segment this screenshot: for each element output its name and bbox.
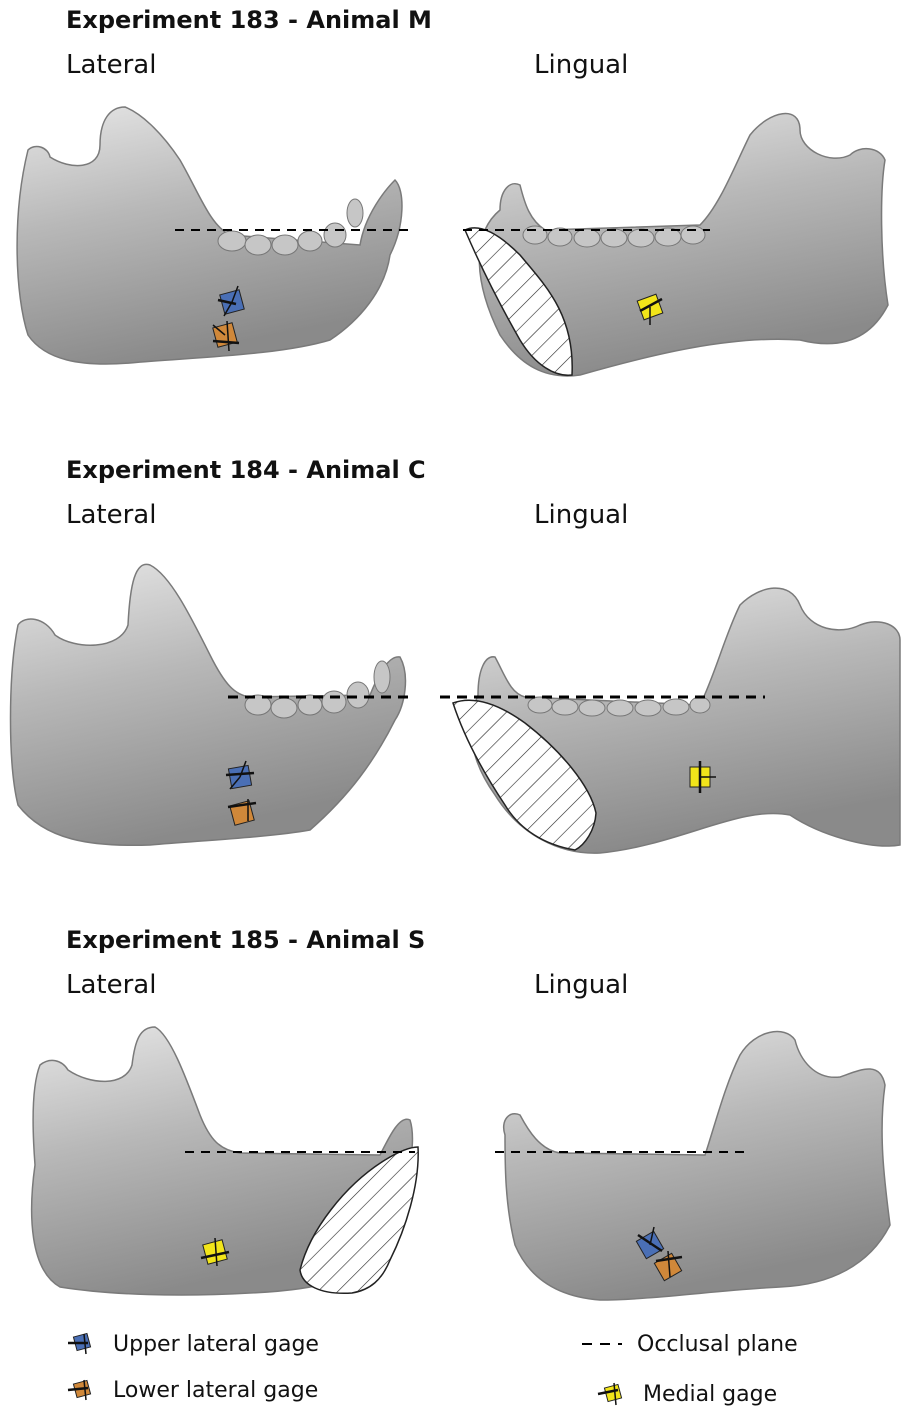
medial-gage-icon (596, 1380, 626, 1408)
mandible-lingual-185 (504, 1032, 890, 1300)
lower-lateral-gage-icon (66, 1376, 96, 1404)
legend-upper-lateral-label: Upper lateral gage (113, 1332, 319, 1357)
experiment-183-title: Experiment 183 - Animal M (66, 6, 432, 34)
legend-medial-label: Medial gage (643, 1382, 777, 1407)
upper-lateral-gage-icon (66, 1330, 96, 1358)
lateral-label-183: Lateral (66, 50, 156, 80)
experiment-184-title: Experiment 184 - Animal C (66, 456, 426, 484)
mandible-lateral-184 (11, 564, 406, 845)
legend-lower-lateral: Lower lateral gage (66, 1376, 318, 1404)
lingual-label-183: Lingual (534, 50, 628, 80)
legend-occlusal-label: Occlusal plane (637, 1332, 798, 1357)
experiment-185-title: Experiment 185 - Animal S (66, 926, 425, 954)
legend-upper-lateral: Upper lateral gage (66, 1330, 319, 1358)
lateral-label-184: Lateral (66, 500, 156, 530)
occlusal-plane-icon (580, 1330, 624, 1358)
lingual-label-185: Lingual (534, 970, 628, 1000)
lingual-label-184: Lingual (534, 500, 628, 530)
lateral-label-185: Lateral (66, 970, 156, 1000)
legend-medial: Medial gage (596, 1380, 777, 1408)
experiment-184-panel (0, 545, 902, 865)
legend-occlusal: Occlusal plane (580, 1330, 798, 1358)
experiment-183-panel (0, 95, 902, 395)
legend-lower-lateral-label: Lower lateral gage (113, 1378, 318, 1403)
experiment-185-panel (0, 1015, 902, 1305)
